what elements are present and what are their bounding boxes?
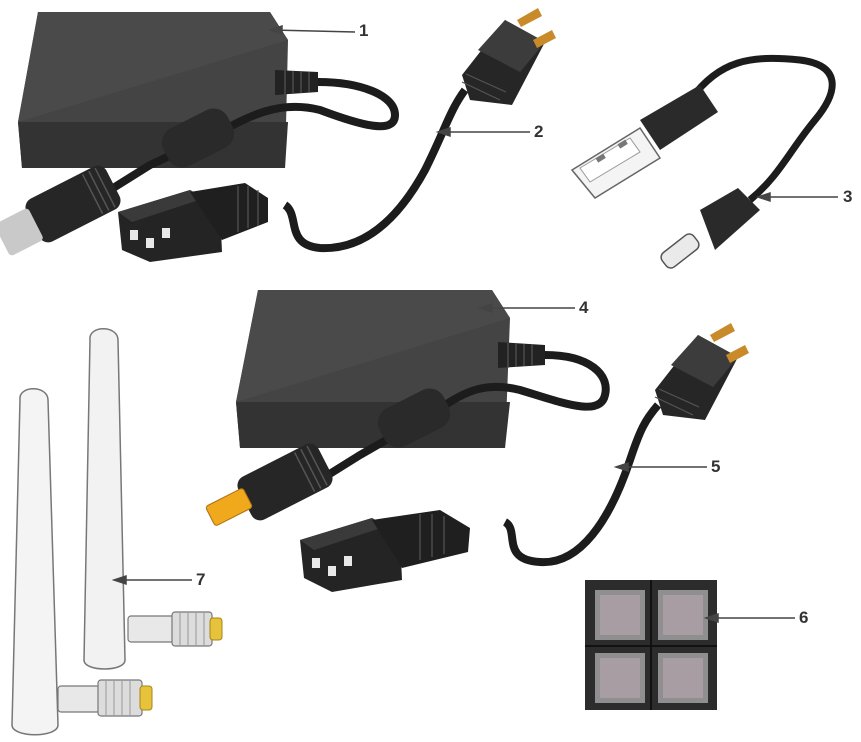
callout-7: 7	[196, 570, 206, 589]
callout-2: 2	[534, 122, 544, 141]
callout-5: 5	[711, 457, 721, 476]
usb-cable-3	[570, 54, 836, 269]
leader-lines	[111, 24, 838, 624]
power-adapter-1	[0, 12, 400, 256]
callout-6: 6	[799, 608, 809, 627]
ac-power-cord-5	[300, 323, 749, 592]
callout-1: 1	[359, 21, 369, 40]
pad-sheet-6	[585, 580, 717, 710]
power-adapter-4	[205, 290, 610, 526]
ac-power-cord-2	[118, 8, 556, 262]
callout-3: 3	[843, 187, 853, 206]
leader-line-1	[271, 29, 356, 33]
antennas-7	[11, 328, 223, 736]
callout-4: 4	[579, 298, 589, 317]
